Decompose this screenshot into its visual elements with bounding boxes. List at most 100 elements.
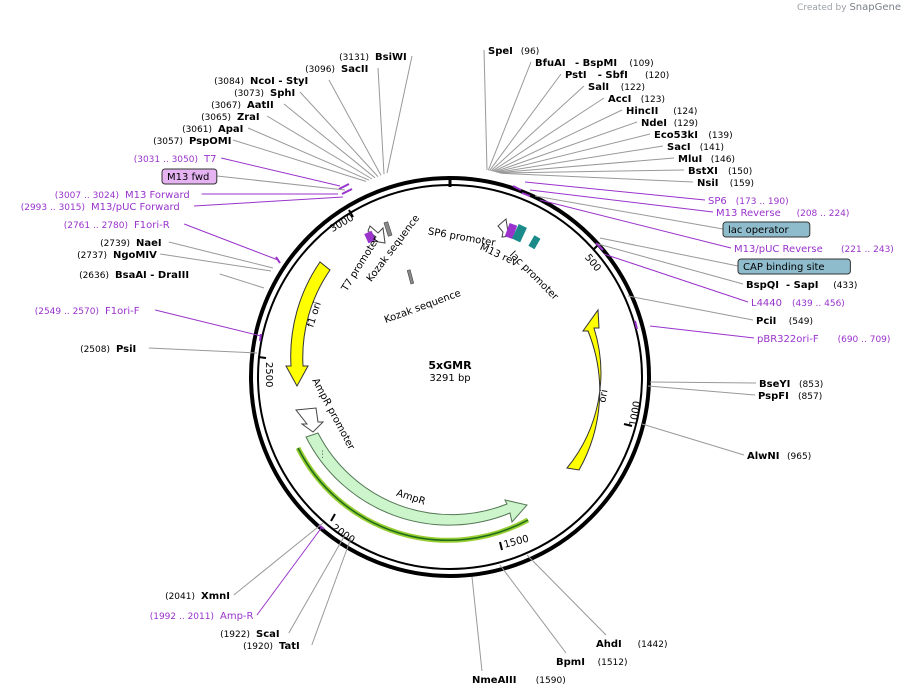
lac-operator-box: [511, 224, 527, 243]
leader-pcii: [627, 295, 754, 321]
leader-tati: [311, 537, 352, 646]
primer-pos-pbr322ori-f: (690 .. 709): [838, 335, 891, 345]
enzyme-pos-sacii: (3096): [305, 65, 335, 75]
primer-label-amp-r: Amp-R: [220, 611, 254, 622]
leader-hincii: [493, 109, 623, 172]
enzyme-pos-psii: (2508): [80, 345, 110, 355]
primer-pos-t7: (3031 .. 3050): [134, 155, 198, 165]
primer-pos-l4440: (439 .. 456): [792, 299, 845, 309]
leader-scai: [288, 534, 346, 634]
primer-pos-m13-forward: (3007 .. 3024): [55, 191, 119, 201]
leader-f1ori-f: [155, 309, 262, 337]
leader-eco53ki: [495, 133, 651, 173]
tick-3000: 3000: [328, 209, 356, 235]
credit-prefix: Created by: [797, 3, 847, 13]
enzyme-pos-acci: (123): [641, 95, 665, 105]
enzyme-label-bsiwi: BsiWI: [375, 52, 407, 63]
enzyme-pos-bsiwi: (3131): [339, 53, 369, 63]
enzyme-label-sapi: - SapI: [786, 280, 818, 291]
primer-label-pbr322ori-f: pBR322ori-F: [757, 334, 819, 345]
enzyme-pos-bfuai: (109): [629, 59, 653, 69]
leader-aatii: [283, 103, 376, 179]
enzyme-pos-hincii: (124): [673, 107, 697, 117]
primer-pos-m13-reverse: (208 .. 224): [797, 209, 850, 219]
leader-pspomi: [232, 139, 367, 182]
leader-ndei: [494, 121, 638, 173]
leader-bspqi: [597, 243, 744, 285]
leader-pspfi: [647, 385, 756, 396]
enzyme-pos-spei: (96): [521, 47, 539, 57]
enzyme-pos-ncoi: (3084): [214, 77, 244, 87]
kozak-label-2: Kozak sequence: [383, 288, 463, 326]
enzyme-label-apai: ApaI: [218, 124, 243, 135]
lac-promoter-label: lac promoter: [507, 250, 561, 304]
leader-bsiwi: [386, 55, 413, 174]
enzyme-label-tati: TatI: [279, 641, 300, 652]
enzyme-label-nmeaiii: NmeAIII: [472, 675, 516, 686]
enzyme-label-bpmi: BpmI: [556, 657, 585, 668]
enzyme-pos-xmni: (2041): [165, 592, 195, 602]
leader-lac-operator: [534, 195, 724, 230]
enzyme-pos-bspqi: (433): [833, 281, 857, 291]
tick-2500: 2500: [257, 356, 274, 387]
t7-primer-box: [364, 230, 376, 244]
enzyme-label-pcii: PciI: [756, 316, 776, 327]
enzyme-pos-saci: (141): [700, 143, 724, 153]
leader-xmni: [233, 522, 324, 596]
leader-ngomiv: [160, 253, 272, 272]
leader-apai: [247, 127, 370, 181]
enzyme-pos-sphi: (3073): [234, 89, 264, 99]
enzyme-label-ngomiv: NgoMIV: [113, 250, 157, 261]
primer-label-sp6: SP6: [708, 196, 727, 207]
enzyme-label-sbfi: - SbfI: [598, 70, 628, 81]
primer-label-m13-forward: M13 Forward: [125, 190, 190, 201]
leader-bpmi: [499, 564, 567, 654]
feature-box-m13-fwd: [161, 168, 218, 185]
enzyme-label-bspqi: BspQI: [746, 280, 779, 291]
leader-psii: [148, 347, 258, 354]
leader-t7: [221, 157, 341, 187]
ampr-arrow: [305, 432, 528, 526]
tick-label-2500: 2500: [263, 362, 274, 387]
label-layer: SpeI(96)BfuAI- BspMI(109)PstI- SbfI(120)…: [21, 46, 894, 686]
enzyme-label-ndei: NdeI: [641, 118, 667, 129]
ampr-promoter-arrow: [295, 407, 325, 433]
tick-label-1000: 1000: [628, 400, 643, 427]
enzyme-pos-bsaai: (2636): [79, 271, 109, 281]
enzyme-pos-nmeaiii: (1590): [536, 676, 566, 686]
leader-sali: [490, 85, 585, 172]
leader-bseyi: [649, 381, 757, 384]
primer-label-t7: T7: [203, 154, 216, 165]
leader-m13-puc-forward: [193, 196, 344, 207]
ori-label: ori: [597, 389, 610, 404]
enzyme-pos-ahdi: (1442): [638, 640, 668, 650]
leader-m13-puc-reverse: [539, 199, 732, 249]
ampr-orf-core: [297, 447, 529, 542]
enzyme-pos-eco53ki: (139): [708, 131, 732, 141]
enzyme-label-xmni: XmnI: [201, 591, 230, 602]
enzyme-label-bsaai: BsaAI - DraIII: [115, 270, 189, 281]
enzyme-pos-bpmi: (1512): [598, 658, 628, 668]
enzyme-pos-zrai: (3065): [201, 113, 231, 123]
enzyme-label-sphi: SphI: [270, 88, 295, 99]
enzyme-label-bfuai: BfuAI: [535, 58, 566, 69]
leader-nsii: [501, 172, 694, 183]
primer-label-l4440: L4440: [751, 298, 782, 309]
feature-label-m13-fwd: M13 fwd: [167, 172, 209, 183]
enzyme-label-sali: SalI: [588, 82, 609, 93]
leader-sacii: [377, 67, 385, 175]
leader-psti: [489, 73, 562, 171]
tick-1500: 1500: [499, 534, 530, 551]
plasmid-name: 5xGMR: [428, 359, 472, 372]
leader-amp-r: [256, 526, 323, 616]
feature-box-cap-binding-site: [737, 258, 851, 275]
kozak-box-1: [383, 221, 393, 237]
enzyme-pos-naei: (2739): [100, 239, 130, 249]
leader-zrai: [266, 115, 373, 180]
leader-bfuai: [487, 61, 532, 171]
primer-pos-f1ori-r: (2761 .. 2780): [64, 221, 128, 231]
enzyme-pos-pspfi: (857): [798, 392, 822, 402]
enzyme-label-mlui: MluI: [678, 154, 702, 165]
enzyme-label-psii: PsiI: [116, 344, 136, 355]
enzyme-label-eco53ki: Eco53kI: [654, 130, 698, 141]
